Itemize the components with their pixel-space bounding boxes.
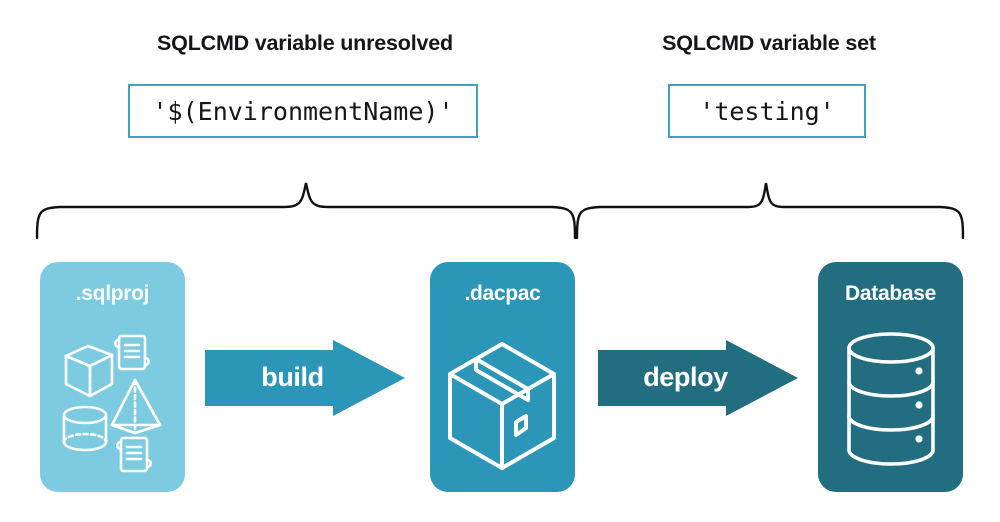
pyramid-wireframe-icon xyxy=(110,378,162,435)
stage-card-database[interactable]: Database xyxy=(818,262,963,492)
curly-brace-left-icon xyxy=(35,182,577,240)
database-cylinder-icon xyxy=(847,332,935,466)
stage-title-sqlproj: .sqlproj xyxy=(75,282,150,305)
arrow-build-shape xyxy=(205,340,405,416)
database-artwork xyxy=(847,332,935,466)
stage-card-sqlproj[interactable]: .sqlproj xyxy=(40,262,185,492)
sqlcmd-value-box-resolved: 'testing' xyxy=(668,84,866,138)
group-heading-resolved: SQLCMD variable set xyxy=(662,31,876,55)
database-status-dots xyxy=(915,367,923,443)
stage-title-database: Database xyxy=(845,282,936,305)
stage-title-dacpac: .dacpac xyxy=(464,282,541,305)
cube-wireframe-icon xyxy=(64,344,114,398)
cylinder-wireframe-icon xyxy=(62,405,108,452)
scroll-icon-lower xyxy=(115,436,153,473)
sqlcmd-value-box-unresolved: '$(EnvironmentName)' xyxy=(128,84,478,138)
sqlproj-artwork xyxy=(62,334,162,473)
arrow-deploy[interactable]: deploy xyxy=(598,340,808,416)
dacpac-artwork xyxy=(448,342,556,470)
stage-card-dacpac[interactable]: .dacpac xyxy=(430,262,575,492)
curly-brace-right-icon xyxy=(575,182,965,240)
group-heading-unresolved: SQLCMD variable unresolved xyxy=(157,31,453,55)
arrow-deploy-shape xyxy=(598,340,798,416)
package-box-icon xyxy=(448,342,556,470)
scroll-icon-upper xyxy=(113,334,151,371)
arrow-build[interactable]: build xyxy=(205,340,415,416)
